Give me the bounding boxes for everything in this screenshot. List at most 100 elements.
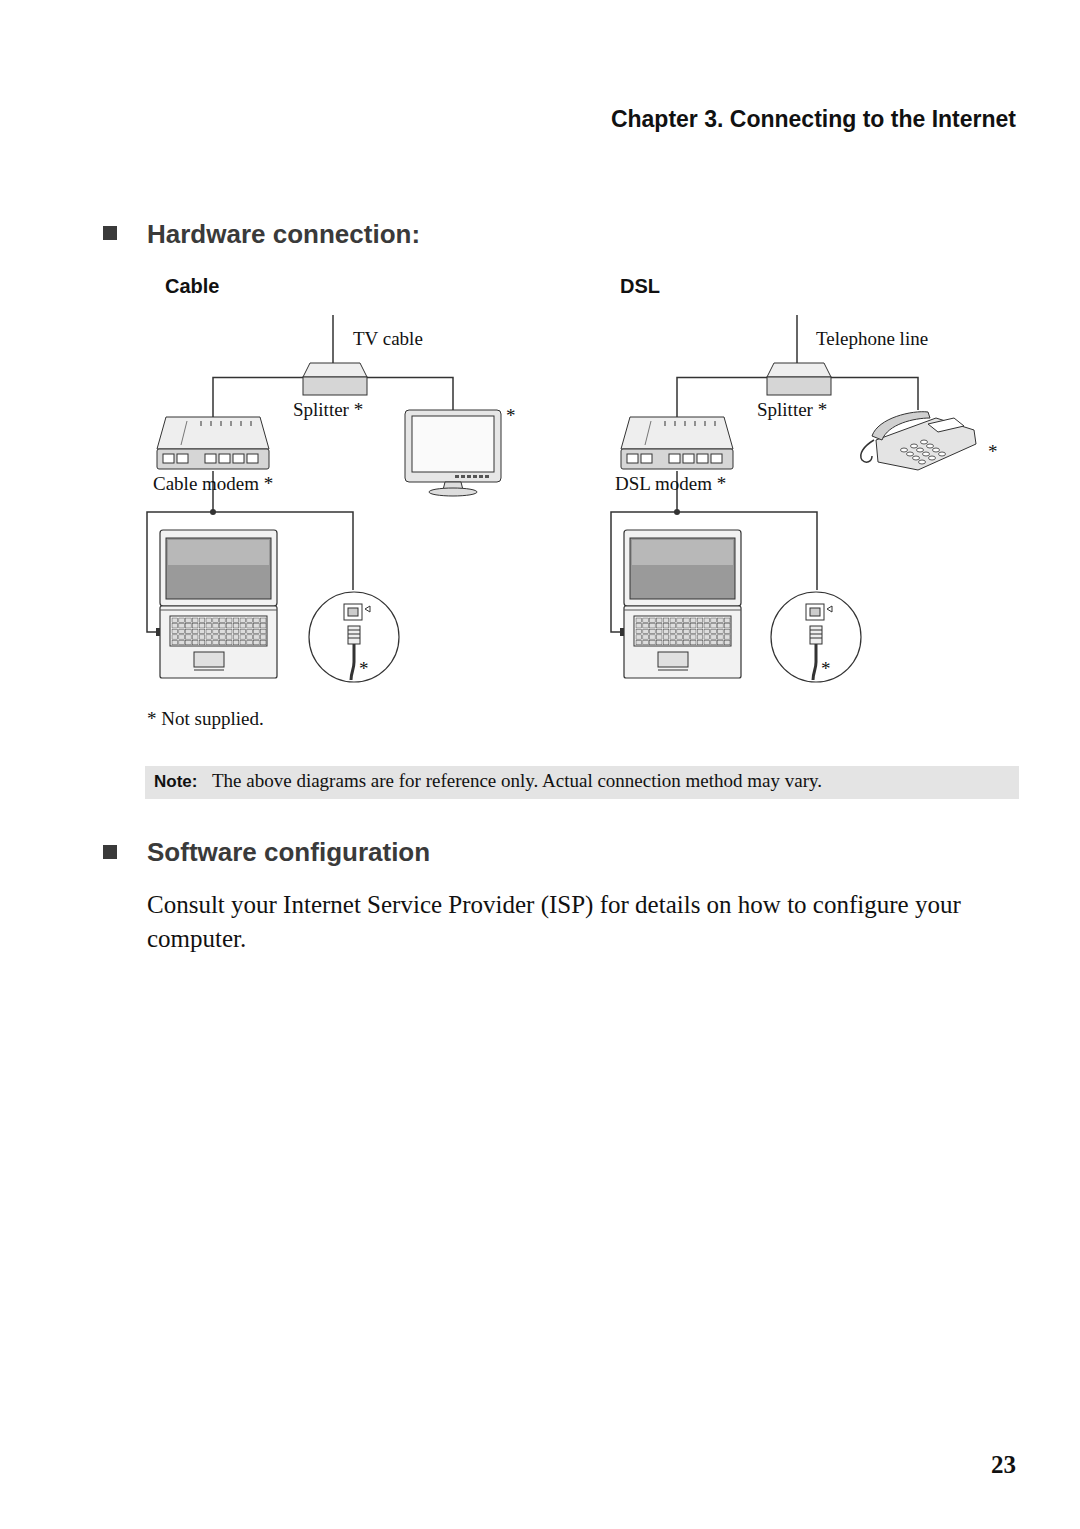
telephone: * — [858, 410, 978, 472]
modem-port — [711, 454, 722, 463]
key — [240, 640, 246, 644]
chapter-heading: Chapter 3. Connecting to the Internet — [611, 106, 1016, 134]
key — [724, 618, 730, 622]
key — [260, 618, 266, 622]
modem-front — [621, 449, 733, 469]
key — [233, 635, 239, 639]
key — [213, 635, 219, 639]
connection-line — [367, 377, 453, 410]
phone-key — [919, 460, 926, 464]
section-heading: Software configuration — [147, 837, 430, 868]
tv-button — [461, 475, 465, 478]
key — [192, 635, 198, 639]
network-jack-slot — [348, 608, 358, 616]
key — [684, 635, 690, 639]
phone-key — [939, 452, 946, 456]
key — [254, 640, 260, 644]
key — [663, 618, 669, 622]
key — [247, 618, 253, 622]
key — [663, 635, 669, 639]
modem-port — [683, 454, 694, 463]
modem-top — [157, 417, 269, 449]
key — [684, 624, 690, 628]
key — [711, 618, 717, 622]
key — [690, 618, 696, 622]
tv-base — [429, 488, 477, 496]
modem-port — [205, 454, 216, 463]
key — [643, 635, 649, 639]
plug-ridge — [810, 630, 822, 631]
key — [192, 618, 198, 622]
key — [636, 618, 642, 622]
key — [213, 618, 219, 622]
key — [199, 629, 205, 633]
key — [192, 640, 198, 644]
key — [220, 635, 226, 639]
key — [199, 624, 205, 628]
plug-ridge — [810, 638, 822, 639]
splitter: Splitter * — [303, 363, 367, 395]
node-label: Splitter * — [293, 400, 363, 421]
modem-top — [621, 417, 733, 449]
network-plug — [348, 626, 360, 644]
key — [186, 629, 192, 633]
key — [172, 624, 178, 628]
laptop-base — [624, 606, 741, 678]
key — [656, 618, 662, 622]
phone-key — [923, 452, 930, 456]
page-number: 23 — [991, 1450, 1016, 1480]
key — [636, 629, 642, 633]
key — [718, 635, 724, 639]
key — [718, 640, 724, 644]
keyboard — [170, 616, 267, 646]
laptop-lid — [160, 530, 277, 606]
footnote: * Not supplied. — [147, 708, 264, 731]
splitter-front — [303, 377, 367, 395]
body-paragraph: Consult your Internet Service Provider (… — [147, 888, 1019, 956]
splitter-shape — [303, 363, 367, 395]
modem-led — [695, 421, 696, 426]
key — [677, 629, 683, 633]
note-bar — [145, 766, 1019, 799]
tv-button — [485, 475, 489, 478]
phone-handset — [872, 412, 930, 440]
key — [663, 629, 669, 633]
key — [684, 629, 690, 633]
note-label: Note: — [154, 772, 197, 792]
tv-screen — [412, 416, 494, 472]
key — [656, 640, 662, 644]
node-label: DSL modem * — [615, 474, 726, 495]
key — [704, 640, 710, 644]
plug-ridge — [348, 630, 360, 631]
phone-key — [917, 448, 924, 452]
key — [718, 629, 724, 633]
key — [697, 618, 703, 622]
modem-port — [641, 454, 652, 463]
key — [220, 618, 226, 622]
modem-port — [247, 454, 258, 463]
key — [670, 618, 676, 622]
modem-ridge — [181, 421, 187, 445]
modem-led — [675, 421, 676, 426]
modem-led — [221, 421, 222, 426]
key — [247, 640, 253, 644]
modem-led — [211, 421, 212, 426]
key — [206, 618, 212, 622]
key — [643, 624, 649, 628]
modem-shape — [621, 417, 733, 471]
phone-key — [907, 452, 914, 456]
key — [206, 624, 212, 628]
jack-marker — [827, 606, 832, 612]
key — [226, 629, 232, 633]
key — [247, 635, 253, 639]
phone-key — [933, 448, 940, 452]
diagram-subheading: DSL — [620, 274, 660, 298]
jack-marker — [365, 606, 370, 612]
modem-port — [669, 454, 680, 463]
port-shape — [769, 590, 863, 684]
key — [240, 624, 246, 628]
key — [711, 629, 717, 633]
tv-cable-wire — [332, 315, 334, 364]
key — [179, 624, 185, 628]
key — [697, 629, 703, 633]
